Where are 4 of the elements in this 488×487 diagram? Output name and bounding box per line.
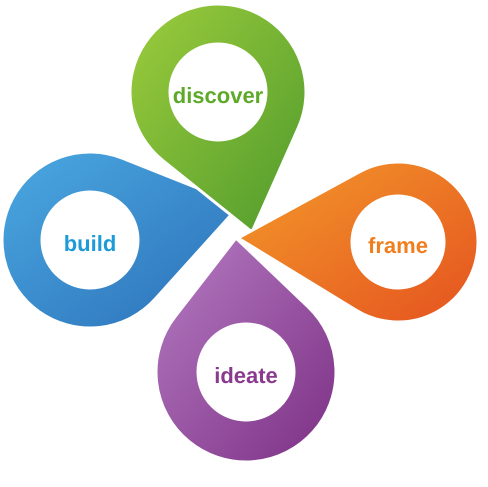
stage-label: build: [64, 231, 116, 257]
stage-label: discover: [172, 83, 264, 109]
stage-label: frame: [368, 233, 428, 259]
stage-label: ideate: [214, 363, 278, 389]
